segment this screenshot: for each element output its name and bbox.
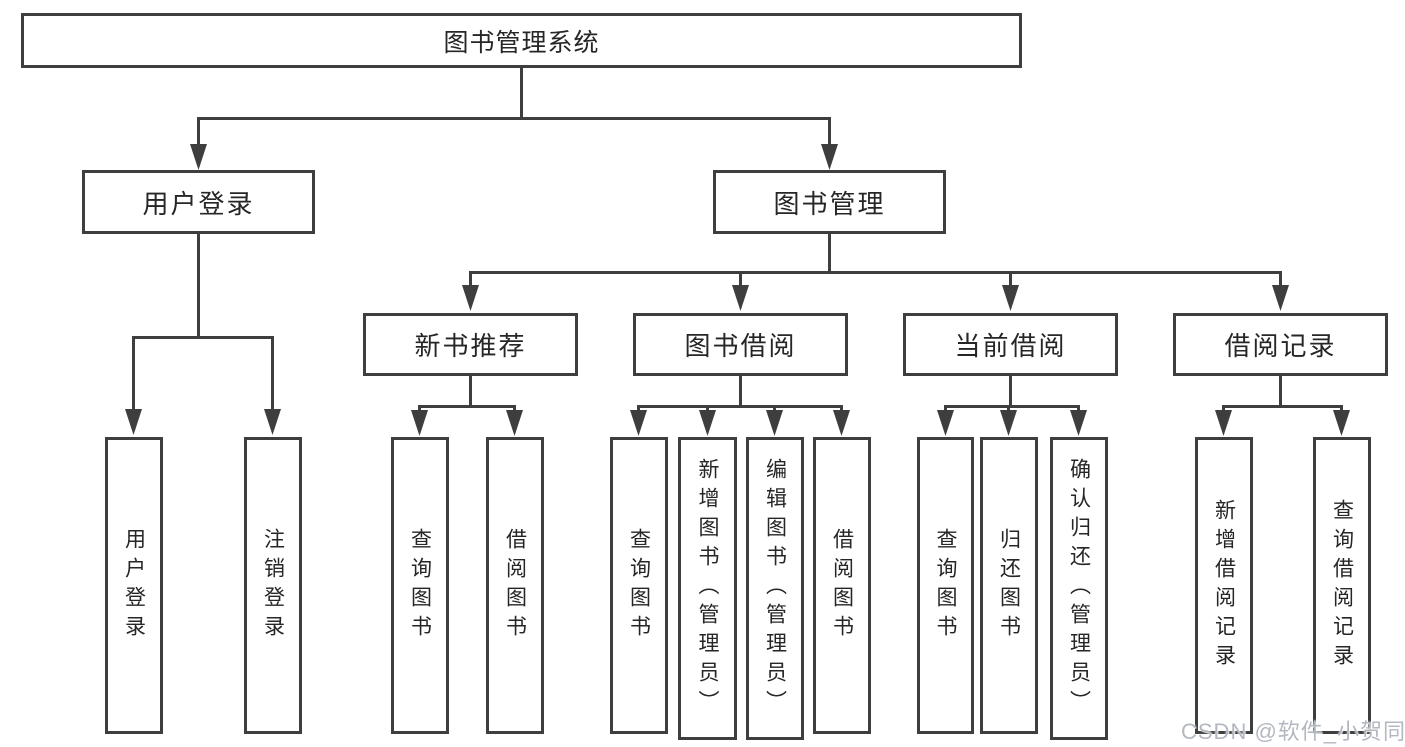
leaf-records-query-record: 查询借阅记录 (1313, 437, 1371, 734)
watermark-text: CSDN @软件_小贺同学 (1181, 719, 1405, 744)
leaf-current-return-book: 归还图书 (980, 437, 1038, 734)
arrow-down-icon (1333, 410, 1350, 436)
arrow-down-icon (264, 409, 281, 435)
node-borrow-records: 借阅记录 (1173, 313, 1388, 376)
arrow-down-icon (766, 410, 783, 436)
leaf-current-confirm-return-admin: 确认归还（管理员） (1050, 437, 1108, 740)
arrow-down-icon (937, 410, 954, 436)
connector-group3-fork (944, 405, 1080, 413)
arrow-down-icon (506, 410, 523, 436)
arrow-down-icon (190, 144, 207, 170)
connector-lines (132, 68, 1343, 413)
connector-group1-fork (418, 405, 516, 413)
leaf-recommend-borrow-book: 借阅图书 (486, 437, 544, 734)
connector-root-fork (197, 117, 831, 147)
arrow-down-icon (125, 409, 142, 435)
leaf-borrow-edit-book-admin: 编辑图书（管理员） (746, 437, 804, 740)
leaf-logout-login: 注销登录 (244, 437, 302, 734)
arrow-down-icon (462, 285, 479, 311)
connector-group2-fork (637, 405, 843, 413)
leaf-borrow-add-book-admin: 新增图书（管理员） (678, 437, 737, 740)
leaf-borrow-borrow-book: 借阅图书 (813, 437, 871, 734)
leaf-borrow-query-book: 查询图书 (610, 437, 668, 734)
arrow-down-icon (821, 144, 838, 170)
node-new-book-recommend: 新书推荐 (363, 313, 578, 376)
node-current-borrow: 当前借阅 (903, 313, 1118, 376)
arrow-down-icon (1002, 285, 1019, 311)
leaf-current-query-book: 查询图书 (917, 437, 974, 734)
node-user-login: 用户登录 (82, 170, 315, 234)
connector-group4-fork (1222, 405, 1343, 413)
arrow-down-icon (630, 410, 647, 436)
node-book-management: 图书管理 (713, 170, 946, 234)
node-root: 图书管理系统 (21, 13, 1022, 68)
connector-mgmt-fork (469, 271, 1282, 289)
leaf-records-add-record: 新增借阅记录 (1195, 437, 1253, 734)
arrow-down-icon (699, 410, 716, 436)
arrowhead-icons (125, 144, 1350, 436)
arrow-down-icon (411, 410, 428, 436)
arrow-down-icon (1215, 410, 1232, 436)
node-book-borrow: 图书借阅 (633, 313, 848, 376)
connector-user-fork (132, 336, 274, 412)
arrow-down-icon (1272, 285, 1289, 311)
arrow-down-icon (1000, 410, 1017, 436)
leaf-user-login: 用户登录 (105, 437, 163, 734)
leaf-recommend-query-book: 查询图书 (391, 437, 449, 734)
arrow-down-icon (1070, 410, 1087, 436)
arrow-down-icon (833, 410, 850, 436)
arrow-down-icon (732, 285, 749, 311)
